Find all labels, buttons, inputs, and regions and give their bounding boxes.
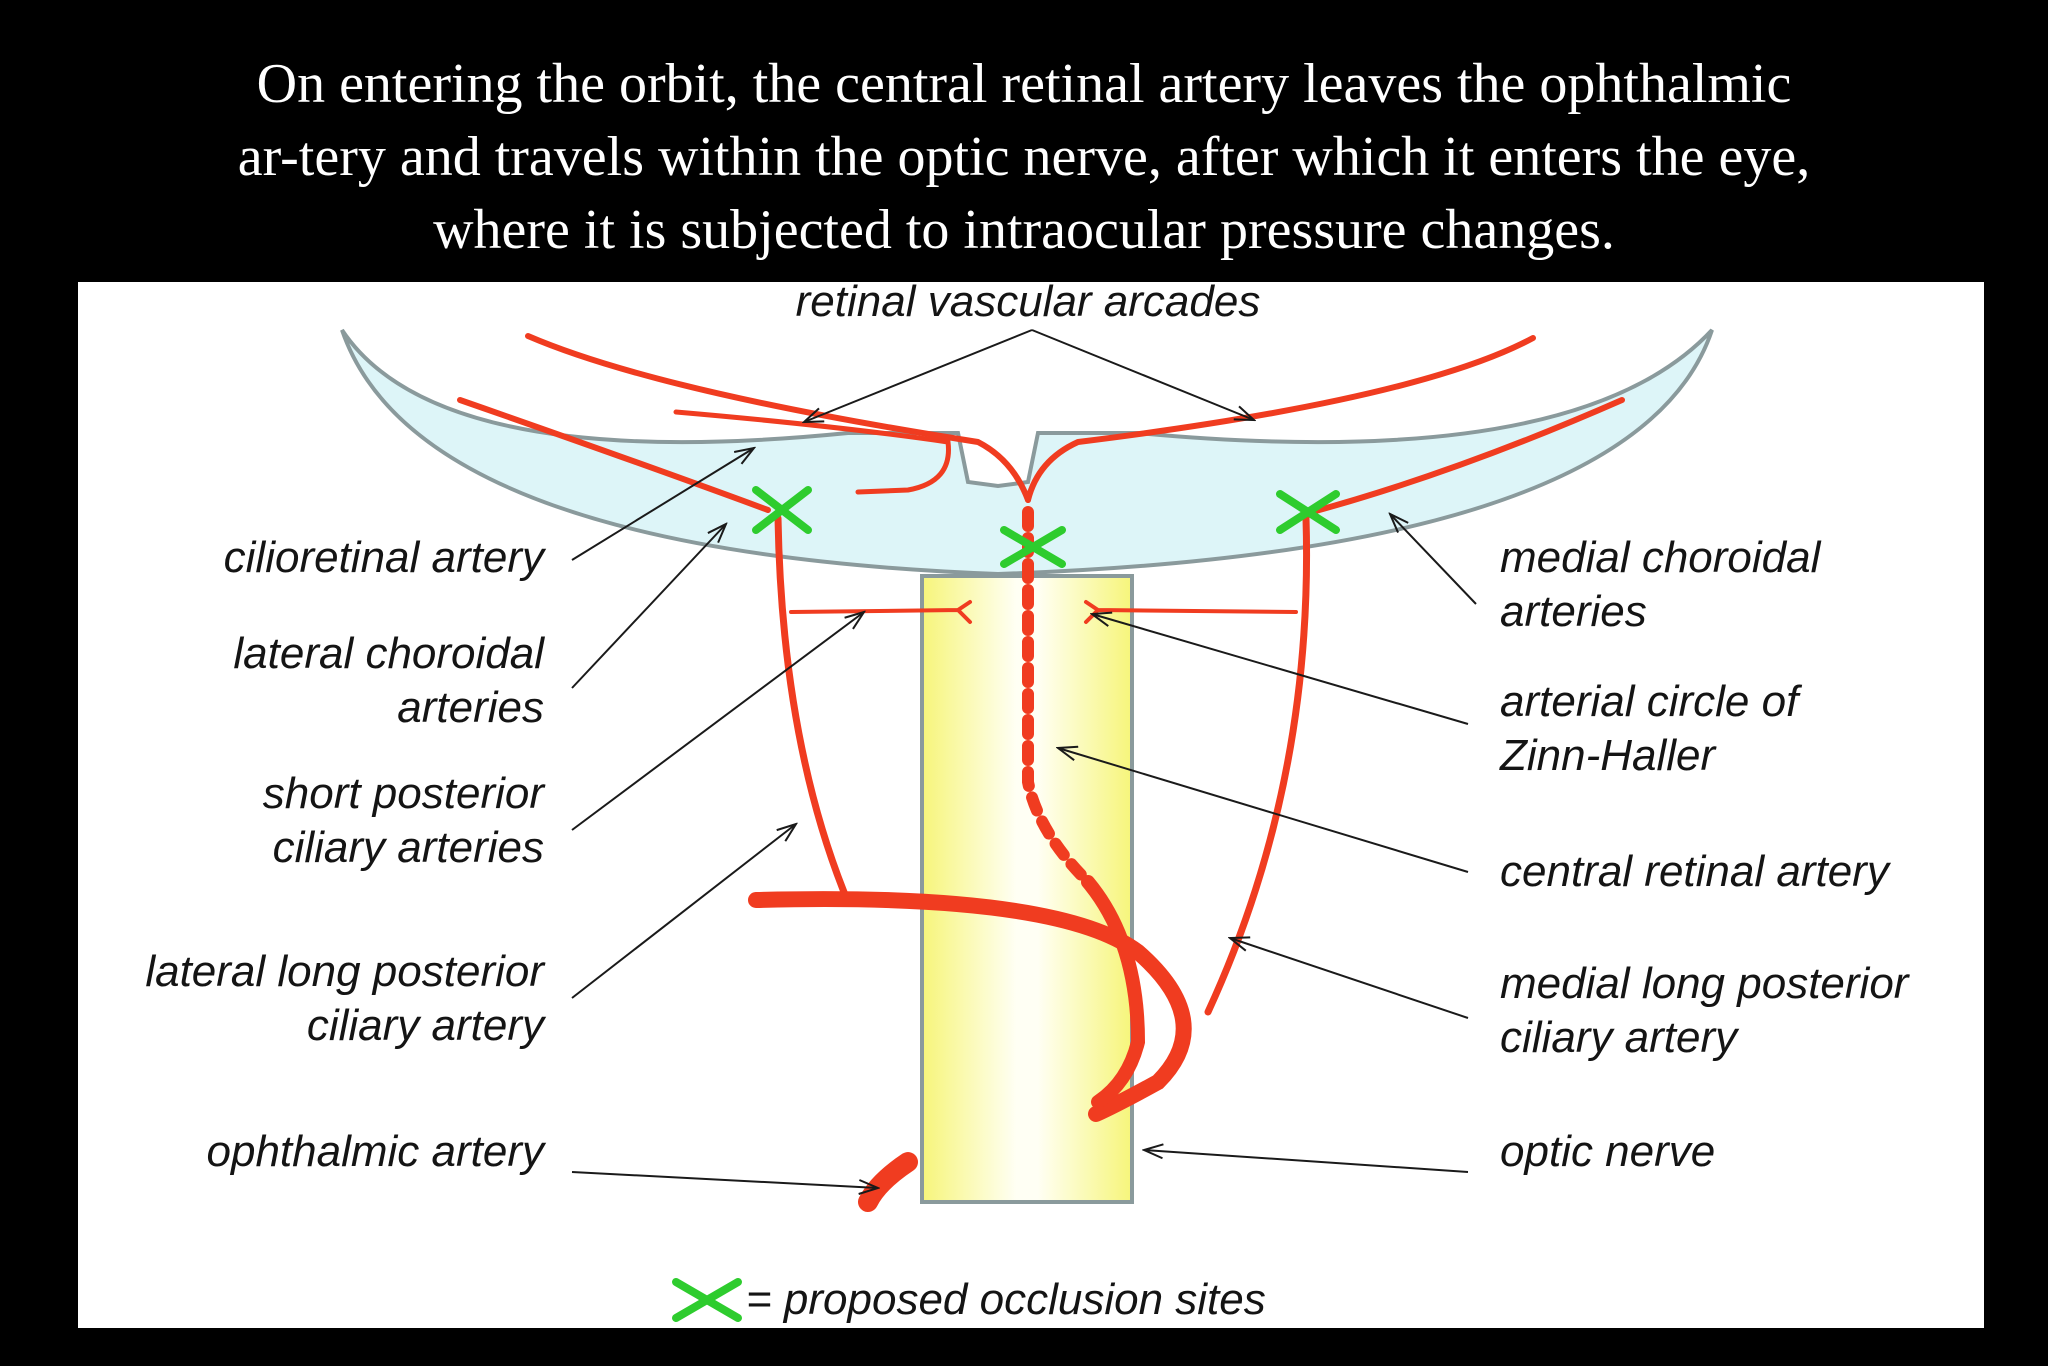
label-optic-nerve: optic nerve: [1500, 1127, 1715, 1176]
leader-arcade-left: [804, 329, 1033, 422]
ophthalmic-artery-entry: [858, 1152, 918, 1212]
label-short-posterior-1: short posterior: [263, 769, 547, 818]
label-ophthalmic-artery: ophthalmic artery: [207, 1127, 547, 1176]
label-lateral-choroidal-1: lateral choroidal: [233, 629, 545, 678]
leader-cilioretinal: [571, 448, 754, 561]
leader-central-retinal: [1058, 748, 1469, 873]
leader-lateral-long: [571, 824, 796, 999]
label-zinn-haller-2: Zinn-Haller: [1499, 731, 1718, 780]
label-short-posterior-2: ciliary arteries: [273, 823, 544, 872]
label-lateral-long-2: ciliary artery: [307, 1001, 547, 1050]
legend-x-icon: [672, 1278, 742, 1322]
leader-ophthalmic: [571, 1171, 878, 1188]
retinal-arcade-right: [1025, 335, 1536, 503]
leader-lateral-choroidal: [571, 524, 726, 689]
leader-optic-nerve: [1144, 1150, 1469, 1173]
occlusion-markers: [752, 486, 1340, 568]
occlusion-marker-medial: [1276, 490, 1340, 534]
medial-short-posterior-ciliary-path: [1204, 514, 1311, 1016]
label-medial-choroidal-1: medial choroidal: [1500, 533, 1822, 582]
legend-text: = proposed occlusion sites: [746, 1275, 1266, 1324]
retinal-arcade-left: [525, 333, 1031, 503]
leader-short-posterior: [571, 612, 864, 831]
occlusion-marker-lateral: [752, 486, 812, 534]
occlusion-marker-central: [1000, 526, 1066, 568]
label-medial-long-2: ciliary artery: [1500, 1013, 1740, 1062]
leader-medial-long: [1230, 938, 1469, 1019]
label-medial-long-1: medial long posterior: [1500, 959, 1911, 1008]
ophthalmic-artery-path: [1081, 875, 1146, 1109]
leader-medial-choroidal: [1390, 514, 1477, 605]
occlusion-legend: = proposed occlusion sites: [672, 1275, 1266, 1324]
medial-choroidal-artery-path: [1309, 397, 1625, 515]
label-retinal-vascular-arcades: retinal vascular arcades: [796, 282, 1261, 326]
label-lateral-choroidal-2: arteries: [397, 683, 544, 732]
caption-line-1: On entering the orbit, the central retin…: [256, 53, 1792, 115]
label-zinn-haller-1: arterial circle of: [1500, 677, 1803, 726]
lateral-long-posterior-ciliary-path: [748, 891, 1192, 1122]
leader-lines: [571, 329, 1477, 1188]
label-medial-choroidal-2: arteries: [1500, 587, 1647, 636]
caption-line-3: where it is subjected to intraocular pre…: [433, 199, 1615, 261]
cilioretinal-artery-path: [673, 409, 951, 495]
lateral-choroidal-artery-path: [457, 397, 771, 513]
central-retinal-artery-diagram: retinal vascular arcades cilioretinal ar…: [78, 282, 1984, 1328]
slide-caption: On entering the orbit, the central retin…: [0, 48, 2048, 267]
eye-wall-shape: [340, 328, 1714, 577]
label-lateral-long-1: lateral long posterior: [145, 947, 546, 996]
leader-zinn-haller: [1092, 614, 1469, 725]
label-central-retinal-artery: central retinal artery: [1500, 847, 1892, 896]
caption-line-2: ar-tery and travels within the optic ner…: [237, 126, 1811, 188]
leader-arcade-right: [1031, 329, 1254, 420]
lateral-short-posterior-ciliary-path: [774, 514, 852, 906]
label-cilioretinal-artery: cilioretinal artery: [224, 533, 547, 582]
central-retinal-artery-path: [1022, 506, 1094, 888]
